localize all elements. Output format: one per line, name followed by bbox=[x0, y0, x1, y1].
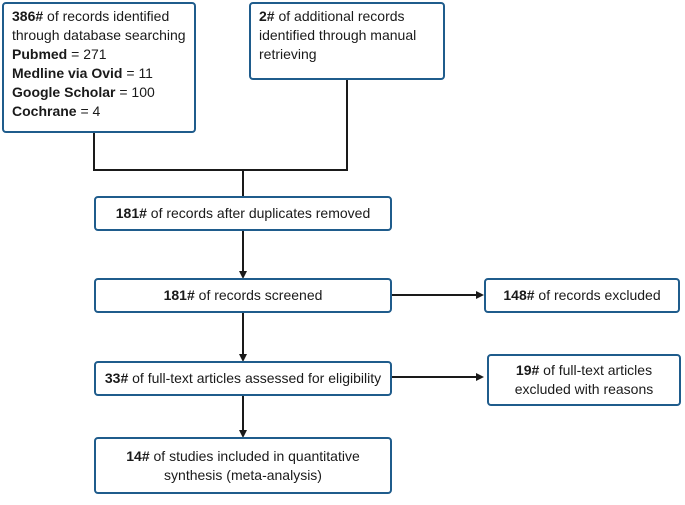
studies-included-box: 14# of studies included in quantitative … bbox=[94, 437, 392, 494]
fulltext-excluded-box: 19# of full-text articles excluded with … bbox=[487, 354, 681, 406]
excluded-text: of records excluded bbox=[534, 287, 661, 303]
fulltext-count: 33# bbox=[104, 370, 129, 386]
duplicates-text: of records after duplicates removed bbox=[146, 205, 371, 221]
source-pubmed: Pubmed = 271 bbox=[12, 46, 107, 62]
records-excluded-box: 148# of records excluded bbox=[484, 278, 680, 313]
db-search-text-1: of records identified bbox=[43, 8, 170, 24]
fulltext-excluded-count: 19# bbox=[515, 362, 540, 378]
fulltext-assessed-box: 33# of full-text articles assessed for e… bbox=[94, 361, 392, 396]
screened-text: of records screened bbox=[194, 287, 323, 303]
duplicates-removed-box: 181# of records after duplicates removed bbox=[94, 196, 392, 231]
screened-count: 181# bbox=[163, 287, 195, 303]
db-search-text-2: through database searching bbox=[12, 27, 186, 43]
duplicates-count: 181# bbox=[115, 205, 147, 221]
source-google-scholar: Google Scholar = 100 bbox=[12, 84, 155, 100]
source-cochrane: Cochrane = 4 bbox=[12, 103, 101, 119]
manual-line-1: 2# of additional records bbox=[259, 8, 405, 24]
included-count: 14# bbox=[126, 447, 150, 464]
manual-count: 2# bbox=[259, 8, 275, 24]
db-search-count: 386# bbox=[12, 8, 44, 24]
records-screened-box: 181# of records screened bbox=[94, 278, 392, 313]
manual-text-3: retrieving bbox=[259, 46, 317, 62]
manual-retrieval-box: 2# of additional records identified thro… bbox=[249, 2, 445, 80]
manual-text-2: identified through manual bbox=[259, 27, 417, 43]
database-search-box: 386# of records identified through datab… bbox=[2, 2, 196, 133]
fulltext-excluded-text-2: excluded with reasons bbox=[514, 381, 654, 397]
db-search-line-1: 386# of records identified bbox=[12, 7, 186, 26]
included-text-2: synthesis (meta-analysis) bbox=[164, 466, 322, 483]
fulltext-text: of full-text articles assessed for eligi… bbox=[128, 370, 382, 386]
excluded-count: 148# bbox=[503, 287, 535, 303]
source-medline: Medline via Ovid = 11 bbox=[12, 65, 153, 81]
